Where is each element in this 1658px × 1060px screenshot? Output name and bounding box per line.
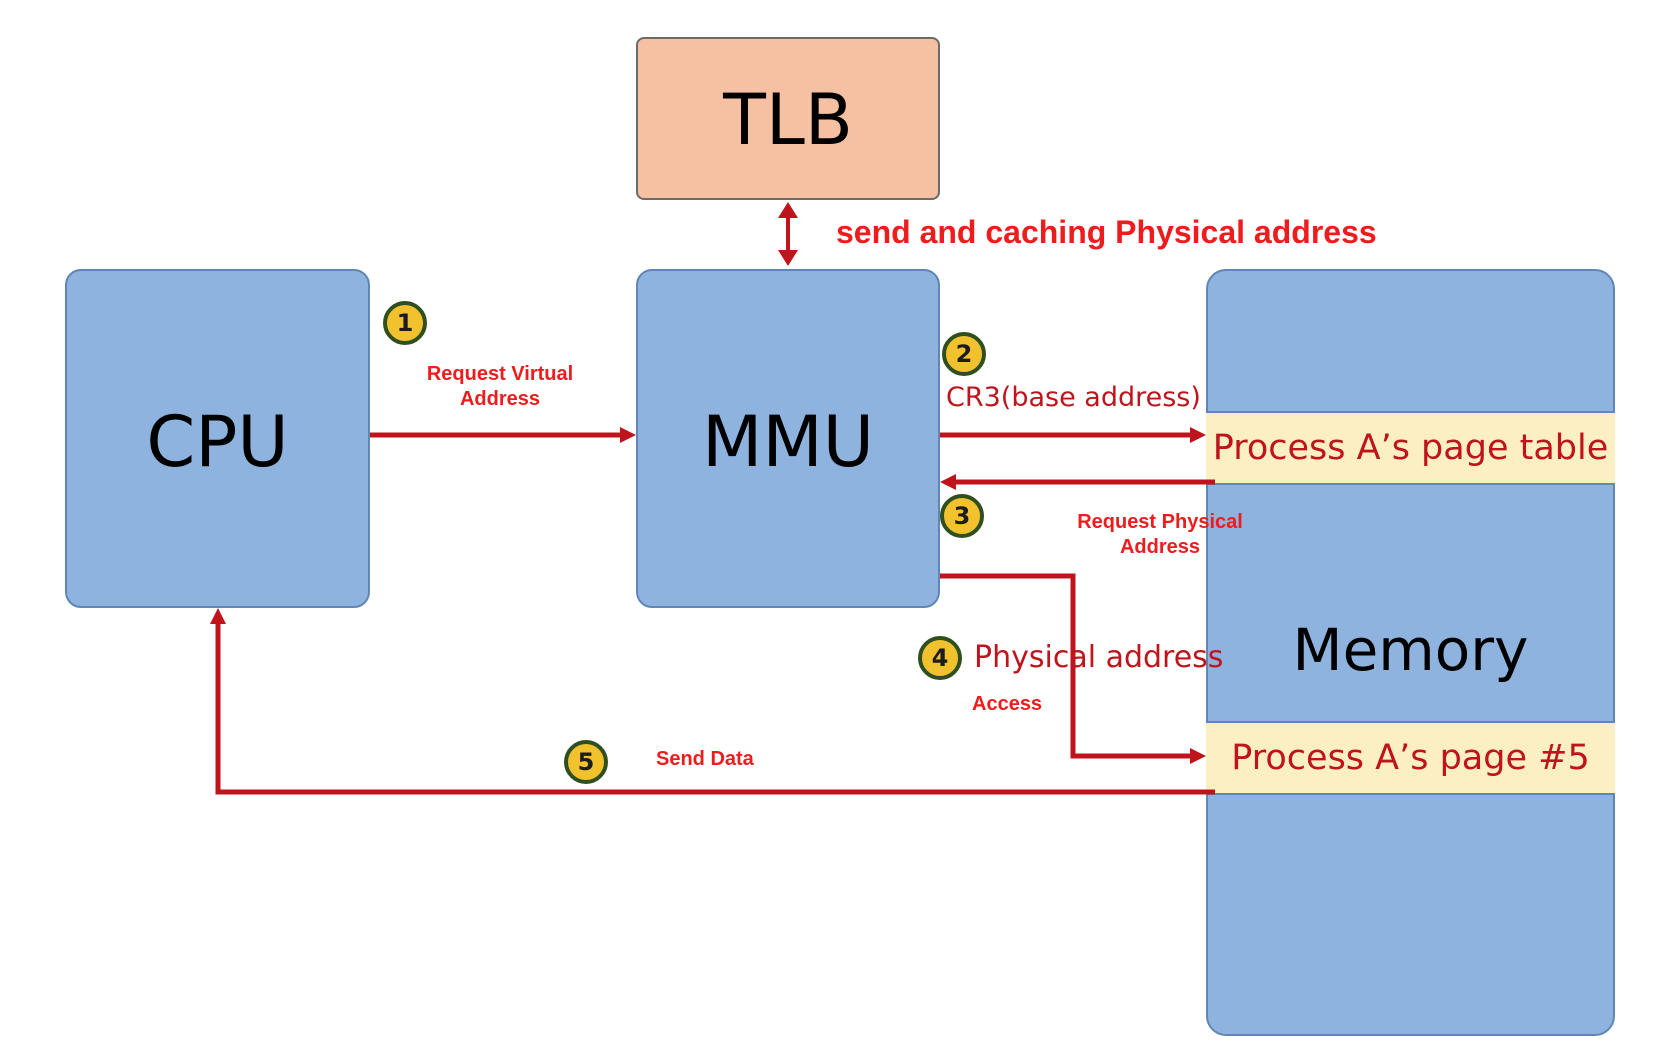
tlb-link-label: send and caching Physical address: [836, 214, 1377, 250]
tlb-label: TLB: [723, 79, 853, 161]
page5-cpu-arrow: [215, 622, 1215, 795]
step-1-badge: 1: [383, 301, 427, 345]
cpu-label: CPU: [146, 401, 289, 483]
memory-box: Process A’s page table Memory Process A’…: [1206, 269, 1615, 1036]
tlb-box: TLB: [636, 37, 940, 200]
page5-cpu-head: [210, 608, 226, 624]
request-virtual-line2: Address: [459, 388, 541, 410]
cpu-box: CPU: [65, 269, 370, 608]
mmu-page5-head: [1190, 748, 1206, 764]
step-3-badge: 3: [940, 494, 984, 538]
page5-band: Process A’s page #5: [1206, 721, 1615, 795]
send-data-label: Send Data: [656, 748, 754, 770]
step-4-badge: 4: [918, 636, 962, 680]
cpu-mmu-head: [620, 427, 636, 443]
access-label: Access: [972, 693, 1043, 715]
memory-label: Memory: [1292, 616, 1529, 684]
page-table-band: Process A’s page table: [1206, 411, 1615, 485]
pagetable-mmu-head: [940, 474, 956, 490]
request-physical-label: Request Physical Address: [1040, 510, 1280, 560]
request-physical-line2: Address: [1119, 536, 1201, 558]
tlb-mmu-head-down: [778, 250, 798, 266]
step-2-badge: 2: [942, 332, 986, 376]
cr3-label: CR3(base address): [946, 382, 1201, 413]
tlb-mmu-head-up: [778, 202, 798, 218]
step-5-badge: 5: [564, 740, 608, 784]
mmu-pagetable-head: [1190, 427, 1206, 443]
request-physical-line1: Request Physical: [1077, 511, 1243, 533]
request-virtual-line1: Request Virtual: [426, 363, 574, 385]
mmu-page5-arrow: [940, 573, 1192, 759]
mmu-label: MMU: [701, 401, 875, 483]
physical-address-label: Physical address: [974, 640, 1224, 675]
mmu-box: MMU: [636, 269, 940, 608]
request-virtual-label: Request Virtual Address: [400, 362, 600, 412]
